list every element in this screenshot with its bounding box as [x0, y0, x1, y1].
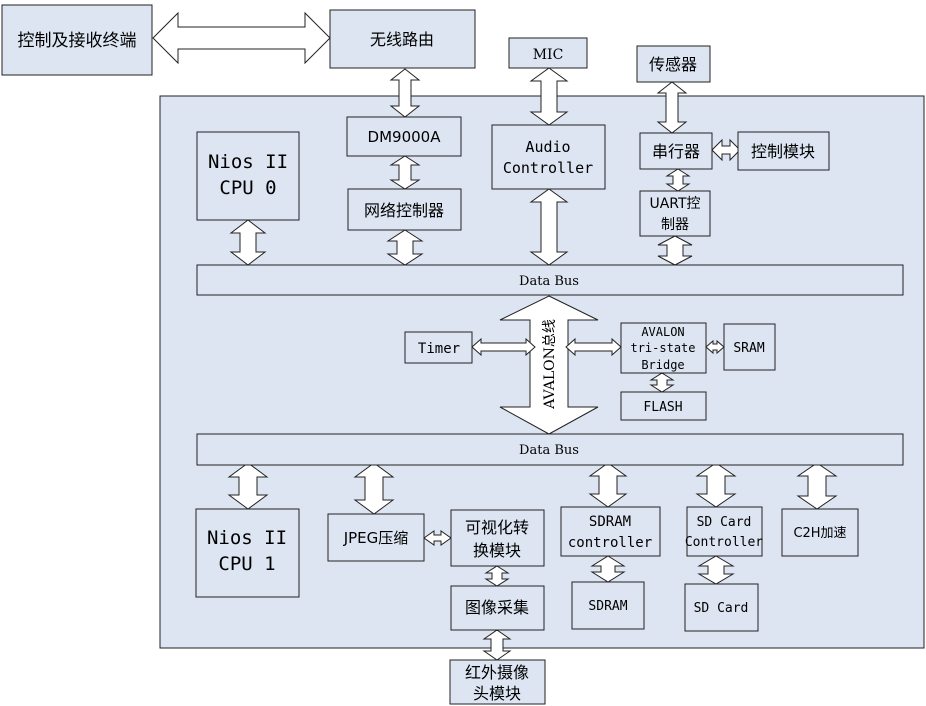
mic-box [508, 37, 588, 69]
nios-cpu1-line1: Nios II [207, 527, 287, 549]
ir-camera-box [449, 659, 546, 705]
c2h-label: C2H加速 [793, 526, 846, 541]
flash-box [620, 391, 707, 421]
data-bus-top-box [196, 264, 904, 296]
connectors [152, 11, 838, 661]
sdram-controller-box [560, 506, 661, 557]
dm9000a-box [346, 116, 462, 157]
bridge-line2: tri-state [630, 341, 695, 355]
jpeg-box [327, 513, 425, 562]
arrow-router-dm9000a [389, 68, 421, 118]
data-bus-bottom-label: Data Bus [519, 443, 579, 458]
sensor-box [636, 45, 711, 83]
network-controller-label: 网络控制器 [364, 201, 444, 220]
timer-box [404, 331, 473, 364]
nios-cpu0-line1: Nios II [208, 151, 288, 173]
sram-box [723, 323, 776, 371]
sdram-controller-line1: SDRAM [589, 514, 631, 530]
data-bus-top-label: Data Bus [519, 274, 579, 289]
network-controller-box [347, 188, 462, 231]
audio-controller-line2: Controller [503, 159, 593, 177]
serial-label: 串行器 [652, 142, 700, 161]
dm9000a-label: DM9000A [368, 128, 442, 146]
flash-label: FLASH [643, 400, 682, 415]
nios-cpu1-line2: CPU 1 [218, 553, 275, 575]
visual-convert-line1: 可视化转 [465, 518, 529, 537]
image-capture-label: 图像采集 [465, 598, 529, 617]
control-module-label: 控制模块 [751, 142, 815, 161]
c2h-box [781, 508, 859, 557]
mic-label: MIC [533, 47, 564, 63]
arrow-timer-avalon [471, 337, 536, 357]
nios-cpu0-box [196, 131, 300, 221]
bridge-line1: AVALON [641, 325, 684, 339]
timer-label: Timer [418, 341, 460, 357]
sdram-controller-line2: controller [568, 535, 652, 551]
nios-cpu0-line2: CPU 0 [219, 177, 276, 199]
ir-camera-line2: 头模块 [473, 684, 521, 703]
sd-card-controller-box [686, 506, 763, 557]
avalon-bus-label: AVALON总线 [542, 319, 558, 410]
wireless-router-label: 无线路由 [370, 30, 434, 49]
serial-box [639, 132, 713, 170]
sdram-label: SDRAM [588, 599, 627, 614]
arrow-terminal-router [152, 11, 331, 65]
control-terminal-box [1, 4, 153, 76]
sensor-label: 传感器 [649, 55, 697, 74]
visual-convert-line2: 换模块 [473, 541, 521, 560]
sd-card-controller-line2: Controller [685, 535, 763, 550]
uart-controller-line1: UART控 [649, 196, 700, 212]
labels: 控制及接收终端 无线路由 MIC 传感器 DM9000A 网络控制器 Nios … [18, 30, 847, 703]
wireless-router-box [329, 9, 476, 69]
uart-controller-box [639, 190, 711, 237]
bridge-line3: Bridge [641, 358, 684, 372]
visual-convert-box [450, 509, 545, 567]
audio-controller-box [491, 124, 606, 190]
data-bus-bottom-box [196, 433, 904, 466]
ir-camera-line1: 红外摄像 [465, 663, 529, 682]
control-terminal-label: 控制及接收终端 [18, 31, 137, 51]
sdram-box [571, 581, 645, 630]
sram-label: SRAM [733, 341, 764, 356]
uart-controller-line2: 制器 [661, 217, 689, 233]
nios-cpu1-box [195, 508, 300, 598]
audio-controller-line1: Audio [525, 138, 570, 156]
tristate-bridge-box [620, 322, 707, 374]
control-module-box [737, 131, 830, 171]
sd-card-controller-line1: SD Card [697, 515, 752, 530]
jpeg-label: JPEG压缩 [343, 529, 409, 547]
sd-card-box [684, 583, 759, 632]
image-capture-box [450, 585, 545, 631]
blocks [1, 4, 904, 705]
sd-card-label: SD Card [694, 601, 749, 616]
